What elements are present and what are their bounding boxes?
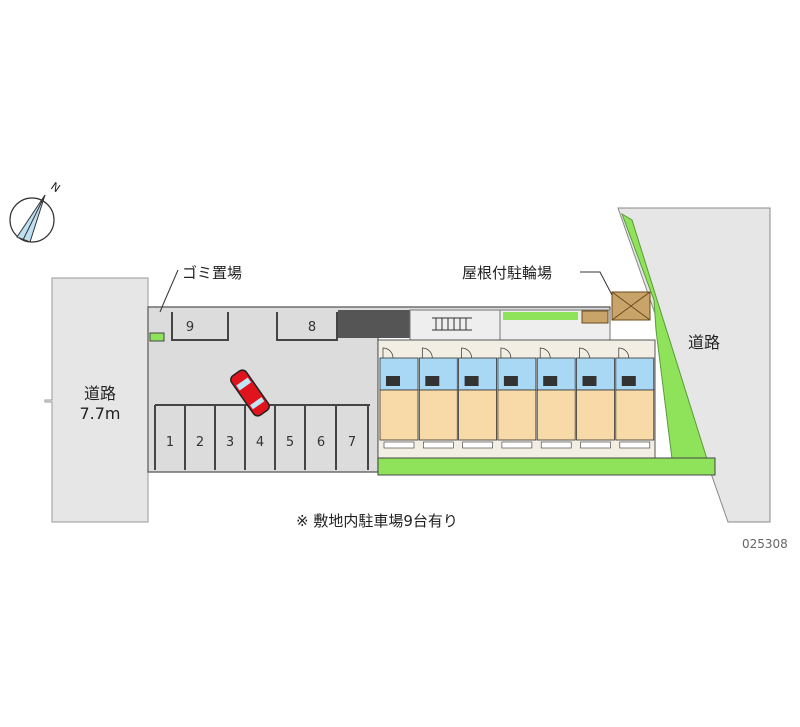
apartment-unit <box>497 347 537 449</box>
parking-space-number: 5 <box>286 435 294 450</box>
planter <box>503 312 578 320</box>
bike-rack <box>581 310 609 324</box>
parking-space-number: 6 <box>317 435 325 450</box>
green-strip-bottom <box>377 457 716 476</box>
garbage-leader <box>159 269 179 313</box>
left-road-name: 道路 <box>83 384 116 403</box>
compass-icon: N <box>9 180 62 243</box>
parking-space-number: 2 <box>196 435 204 450</box>
stairs-area <box>409 309 501 341</box>
property-code: 025308 <box>742 537 788 551</box>
parking-space-number: 8 <box>308 320 316 335</box>
parking-space-number: 7 <box>348 435 356 450</box>
bicycle-parking-label: 屋根付駐輪場 <box>462 264 553 282</box>
parking-space-number: 9 <box>186 320 194 335</box>
apartment-unit <box>418 347 458 449</box>
left-road-label: 道路 7.7m <box>70 384 130 424</box>
car-icon <box>230 369 270 417</box>
garbage-area <box>149 332 165 342</box>
parking-note: ※ 敷地内駐車場9台有り <box>296 512 458 530</box>
compass-north: N <box>48 180 62 195</box>
parking-space-number: 4 <box>256 435 264 450</box>
left-road-width: 7.7m <box>79 404 121 423</box>
apartment-unit <box>576 347 615 449</box>
garbage-label: ゴミ置場 <box>182 264 243 282</box>
apartment-unit <box>379 347 419 449</box>
right-road-label: 道路 <box>688 333 721 352</box>
parking-space-number: 1 <box>166 435 174 450</box>
grating <box>338 310 410 338</box>
parking-space-number: 3 <box>226 435 234 450</box>
apartment-unit <box>458 347 498 449</box>
apartment-unit <box>615 347 655 449</box>
apartment-unit <box>536 347 576 449</box>
bicycle-leader <box>580 271 613 296</box>
